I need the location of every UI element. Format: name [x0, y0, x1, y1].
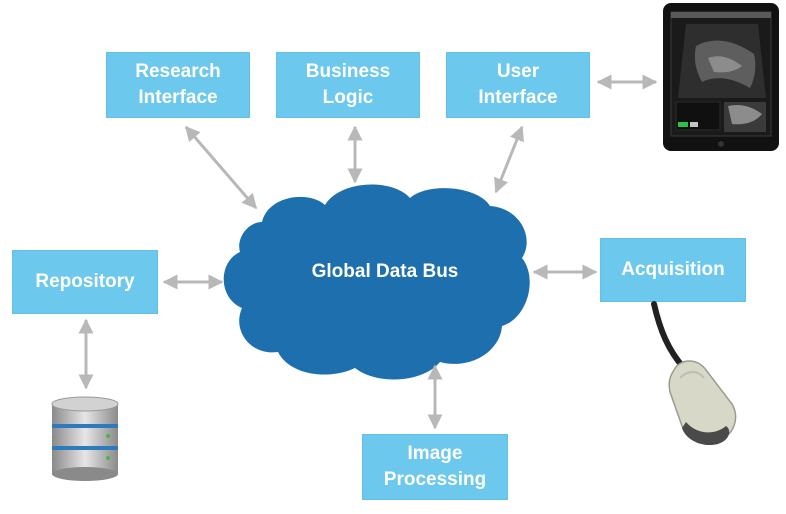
user-interface-label-line1: User — [496, 61, 540, 82]
arrow-research-bus — [184, 125, 258, 210]
ultrasound-probe-icon — [651, 301, 737, 446]
acquisition-box: Acquisition — [600, 238, 746, 302]
global-data-bus-cloud — [223, 184, 530, 380]
acquisition-label: Acquisition — [621, 259, 725, 280]
repository-box: Repository — [12, 250, 158, 314]
repository-label: Repository — [35, 271, 135, 292]
tablet-ultrasound-icon — [663, 3, 779, 151]
user-interface-box: User Interface — [446, 52, 590, 118]
global-data-bus-label: Global Data Bus — [311, 261, 459, 282]
user-interface-label-line2: Interface — [478, 87, 558, 108]
business-logic-label-line2: Logic — [322, 87, 374, 108]
research-interface-label-line1: Research — [135, 61, 221, 82]
image-processing-box: Image Processing — [362, 434, 508, 500]
business-logic-box: Business Logic — [276, 52, 420, 118]
image-processing-label-line1: Image — [407, 443, 463, 464]
arrow-user-bus — [494, 125, 524, 194]
research-interface-box: Research Interface — [106, 52, 250, 118]
research-interface-label-line2: Interface — [138, 87, 218, 108]
business-logic-label-line1: Business — [305, 61, 391, 82]
database-icon — [51, 396, 119, 481]
image-processing-label-line2: Processing — [383, 469, 487, 490]
